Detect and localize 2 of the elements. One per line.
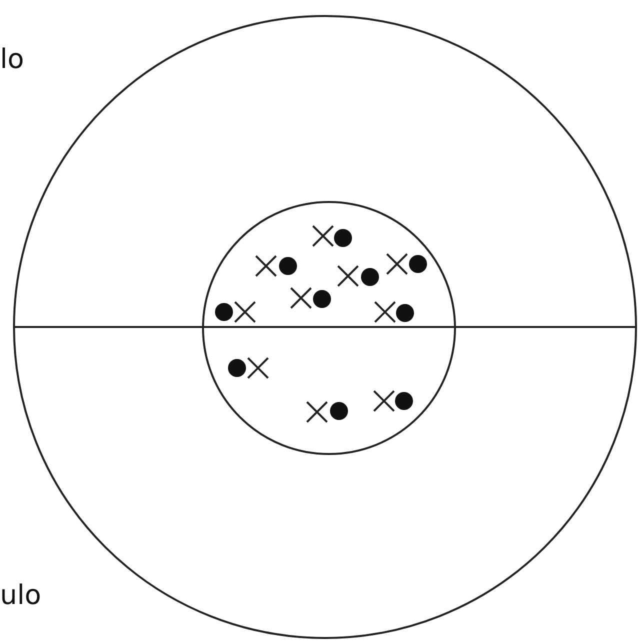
axis-label: lo xyxy=(0,46,24,73)
axis-label: ulo xyxy=(0,582,42,609)
